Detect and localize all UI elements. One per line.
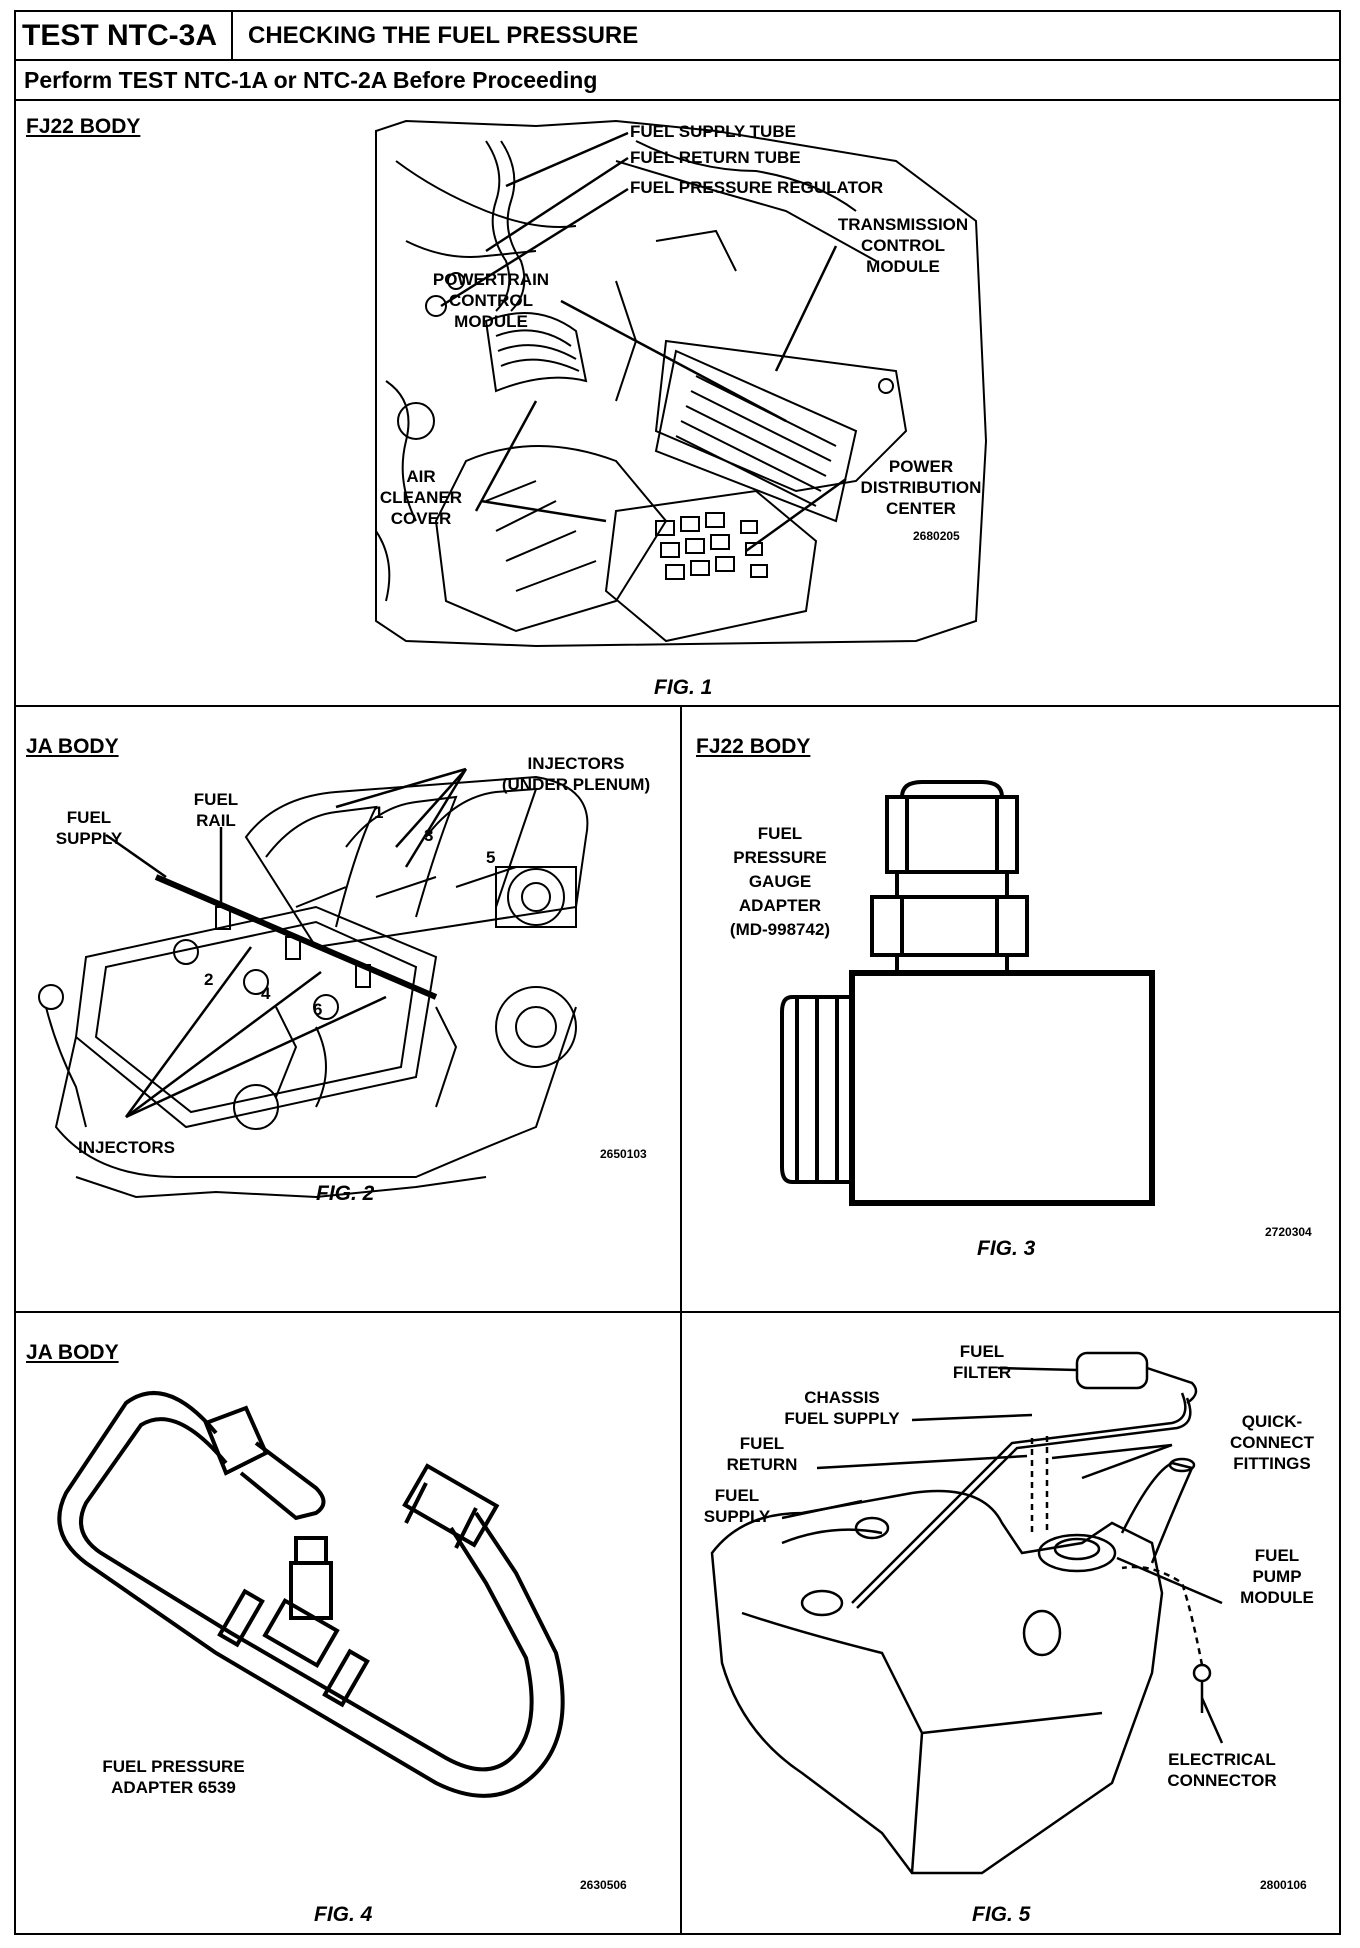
fig2-engine-illustration bbox=[38, 767, 589, 1199]
label-fuel-rail: FUEL RAIL bbox=[193, 790, 239, 830]
fig3-gauge-adapter-illustration bbox=[780, 780, 1155, 1206]
instruction-bar: Perform TEST NTC-1A or NTC-2A Before Pro… bbox=[16, 61, 1339, 101]
injector-number-3: 3 bbox=[424, 826, 434, 845]
fig2-code: 2650103 bbox=[600, 1147, 647, 1161]
fig3-caption: FIG. 3 bbox=[977, 1237, 1036, 1260]
label-injectors-under-plenum: INJECTORS (UNDER PLENUM) bbox=[501, 754, 651, 794]
title-bar: TEST NTC-3A CHECKING THE FUEL PRESSURE bbox=[16, 12, 1339, 61]
fig4-fuel-adapter-hose-illustration bbox=[57, 1391, 565, 1798]
test-id: TEST NTC-3A bbox=[16, 12, 233, 59]
label-fuel-supply: FUEL SUPPLY bbox=[703, 1486, 771, 1526]
fig4-caption: FIG. 4 bbox=[314, 1903, 373, 1926]
fig3-code: 2720304 bbox=[1265, 1225, 1312, 1239]
fig4-body-label: JA BODY bbox=[26, 1341, 119, 1364]
fig1-caption: FIG. 1 bbox=[654, 676, 713, 699]
injector-number-6: 6 bbox=[313, 1000, 323, 1019]
label-chassis-fuel-supply: CHASSIS FUEL SUPPLY bbox=[784, 1388, 900, 1428]
procedure-page: TEST NTC-3A CHECKING THE FUEL PRESSURE P… bbox=[14, 10, 1341, 1935]
fig1-engine-bay-illustration bbox=[375, 119, 988, 648]
label-fuel-return-tube: FUEL RETURN TUBE bbox=[630, 148, 801, 167]
label-fuel-filter: FUEL FILTER bbox=[952, 1342, 1012, 1382]
injector-number-4: 4 bbox=[261, 984, 271, 1003]
fig4-code: 2630506 bbox=[580, 1878, 627, 1892]
fig3-body-label: FJ22 BODY bbox=[696, 735, 811, 758]
label-air-cleaner-cover: AIR CLEANER COVER bbox=[379, 467, 463, 528]
fig1-code: 2680205 bbox=[913, 529, 960, 543]
fig4-panel: JA BODY FUEL PRESSURE AD bbox=[16, 1313, 682, 1933]
label-fuel-return: FUEL RETURN bbox=[726, 1434, 798, 1474]
fig2-panel: JA BODY bbox=[16, 707, 682, 1313]
label-fuel-pump-module: FUEL PUMP MODULE bbox=[1240, 1546, 1314, 1607]
injector-number-1: 1 bbox=[374, 803, 384, 822]
fig5-fuel-tank-illustration bbox=[710, 1351, 1224, 1875]
fig5-panel: FUEL FILTER CHASSIS FUEL SUPPLY FUEL RET… bbox=[682, 1313, 1339, 1933]
label-transmission-control-module: TRANSMISSION CONTROL MODULE bbox=[837, 215, 969, 276]
test-title: CHECKING THE FUEL PRESSURE bbox=[248, 22, 639, 49]
label-fuel-supply: FUEL SUPPLY bbox=[55, 808, 123, 848]
fig5-code: 2800106 bbox=[1260, 1878, 1307, 1892]
label-electrical-connector: ELECTRICAL CONNECTOR bbox=[1167, 1750, 1277, 1790]
fig1-body-label: FJ22 BODY bbox=[26, 115, 141, 138]
label-injectors: INJECTORS bbox=[78, 1138, 175, 1157]
label-power-distribution-center: POWER DISTRIBUTION CENTER bbox=[860, 457, 982, 518]
fig2-caption: FIG. 2 bbox=[316, 1182, 375, 1205]
label-powertrain-control-module: POWERTRAIN CONTROL MODULE bbox=[432, 270, 550, 331]
injector-number-5: 5 bbox=[486, 848, 496, 867]
label-fuel-pressure-regulator: FUEL PRESSURE REGULATOR bbox=[630, 178, 884, 197]
label-fuel-supply-tube: FUEL SUPPLY TUBE bbox=[630, 122, 796, 141]
fig1-panel: FJ22 BODY bbox=[16, 101, 1339, 707]
fig2-body-label: JA BODY bbox=[26, 735, 119, 758]
label-fuel-pressure-adapter-6539: FUEL PRESSURE ADAPTER 6539 bbox=[102, 1757, 245, 1797]
fig3-panel: FJ22 BODY FUEL PRESSURE GAU bbox=[682, 707, 1339, 1313]
fig5-caption: FIG. 5 bbox=[972, 1903, 1031, 1926]
label-quick-connect-fittings: QUICK- CONNECT FITTINGS bbox=[1229, 1412, 1315, 1473]
injector-number-2: 2 bbox=[204, 970, 214, 989]
label-fuel-pressure-gauge-adapter: FUEL PRESSURE GAUGE ADAPTER (MD-998742) bbox=[729, 824, 831, 939]
